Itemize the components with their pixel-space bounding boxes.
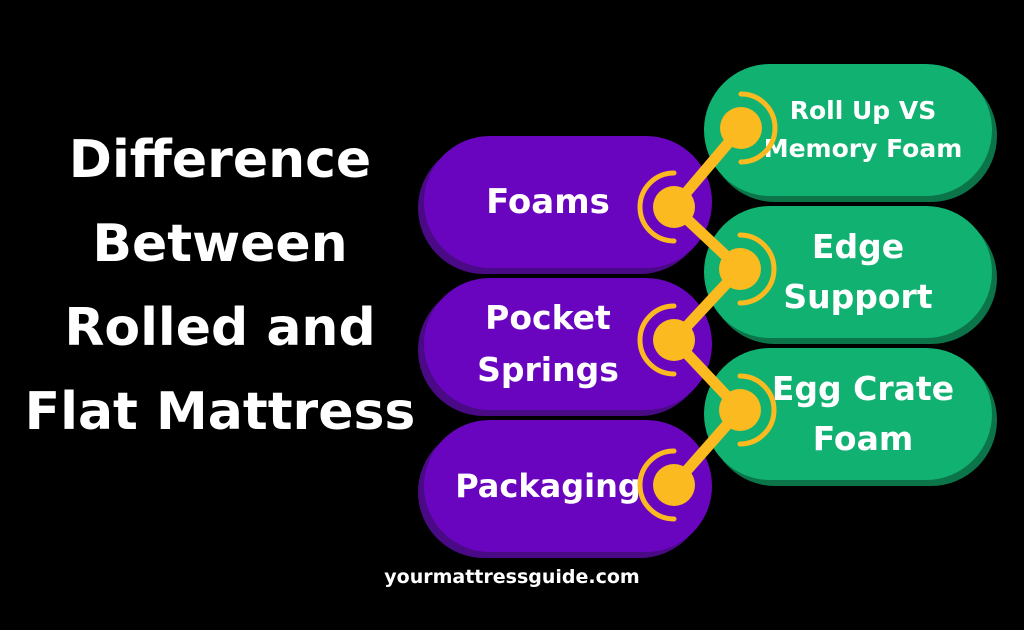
footer-url: yourmattressguide.com — [384, 566, 640, 588]
title-line: Flat Mattress — [24, 382, 416, 442]
connector-dots — [653, 107, 762, 506]
node-label: Foams — [486, 182, 610, 222]
dot-icon — [719, 248, 761, 290]
dot-icon — [653, 186, 695, 228]
title-line: Rolled and — [64, 298, 376, 358]
node-label: Roll Up VS — [789, 96, 937, 125]
node-label: Egg Crate — [771, 369, 955, 408]
page-title: Difference Between Rolled and Flat Mattr… — [0, 118, 440, 454]
node-label: Support — [783, 277, 933, 316]
node-foams: Foams — [424, 136, 712, 268]
node-label: Springs — [477, 350, 619, 389]
node-label: Edge — [811, 227, 905, 266]
node-label: Foam — [812, 419, 914, 458]
node-label: Packaging — [455, 467, 641, 505]
title-line: Between — [92, 214, 348, 274]
title-line: Difference — [68, 130, 372, 190]
arc-icons — [637, 91, 778, 522]
dot-icon — [720, 107, 762, 149]
dot-icon — [653, 319, 695, 361]
node-label: Memory Foam — [763, 134, 963, 163]
dot-icon — [653, 464, 695, 506]
node-label: Pocket — [485, 298, 611, 337]
dot-icon — [719, 389, 761, 431]
